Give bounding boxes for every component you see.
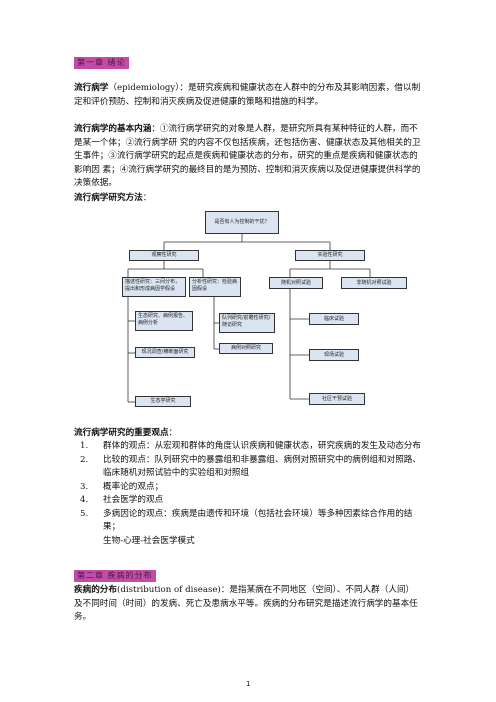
views-item: 3.概率论的观点； [80,481,164,492]
diagram-connectors [127,234,371,403]
descriptive-node: 描述性研究：三间分布，提出和形成病因学假设 [122,277,186,297]
distribution-text: (distribution of disease)：是指某病在不同地区（空间）、… [74,585,418,622]
content-paragraph: 流行病学的基本内涵：①流行病学研究的对象是人群，是研究所具有某种特征的人群，而不… [74,123,422,191]
definition-paragraph: 流行病学（epidemiology）：是研究疾病和健康状态在人群中的分布及其影响… [74,82,422,109]
community-node: 社区干预试验 [309,393,365,405]
methods-heading: 流行病学研究方法： [74,193,152,203]
distribution-term: 疾病的分布 [74,585,117,595]
views-list: 1.群体的观点：从宏观和群体的角度认识疾病和健康状态，研究疾病的发生及动态分布 … [80,440,425,548]
chapter-heading-1: 第一章 绪论 [74,57,129,69]
views-heading: 流行病学研究的重要观点： [74,428,178,438]
views-item: 1.群体的观点：从宏观和群体的角度认识疾病和健康状态，研究疾病的发生及动态分布 [80,441,421,451]
distribution-paragraph: 疾病的分布(distribution of disease)：是指某病在不同地区… [74,584,422,625]
methods-diagram: 是否有人为控制的干扰？ 观察性研究 实验性研究 描述性研究：三间分布，提出和形成… [119,199,419,411]
page-number: 1 [246,680,251,688]
casecontrol-node: 病例对照研究 [219,343,273,354]
views-item: 5.多病因论的观点：疾病是由遗传和环境（包括社会环境）等多种因素综合作用的结果； [80,508,413,533]
chapter-heading-2: 第二章 疾病的分布 [74,570,156,582]
definition-text: （epidemiology）：是研究疾病和健康状态在人群中的分布及其影响因素，借… [74,83,421,107]
content-term: 流行病学的基本内涵 [74,124,152,134]
views-item: 2.比较的观点：队列研究中的暴露组和非暴露组、病例对照研究中的病例组和对照路、临… [80,454,421,479]
views-item: 4.社会医学的观点 [80,495,164,505]
ecology-node: 生态学研究 [135,396,191,407]
analytical-node: 分析性研究：检验病因假设 [189,277,241,297]
clinical-node: 临床试验 [309,313,359,325]
experimental-node: 实验性研究 [295,250,365,261]
cohort-node: 队列研究/前瞻性研究/随访研究 [219,313,275,333]
survey-node: 现况调查/横断面研究 [135,347,195,358]
rct-node: 随机对照试验 [269,277,323,289]
nonrct-node: 非随机对照试验 [341,277,407,289]
cross-node: 生态研究、病例报告、病例分析 [135,311,193,331]
views-model: 生物-心理-社会医学模式 [103,535,195,546]
content-text: ：①流行病学研究的对象是人群，是研究所具有某种特征的人群，而不是某一个体；②流行… [74,124,421,188]
field-node: 现场试验 [309,349,359,361]
observational-node: 观察性研究 [129,250,199,261]
root-node: 是否有人为控制的干扰？ [205,211,279,234]
definition-term: 流行病学 [74,83,109,93]
